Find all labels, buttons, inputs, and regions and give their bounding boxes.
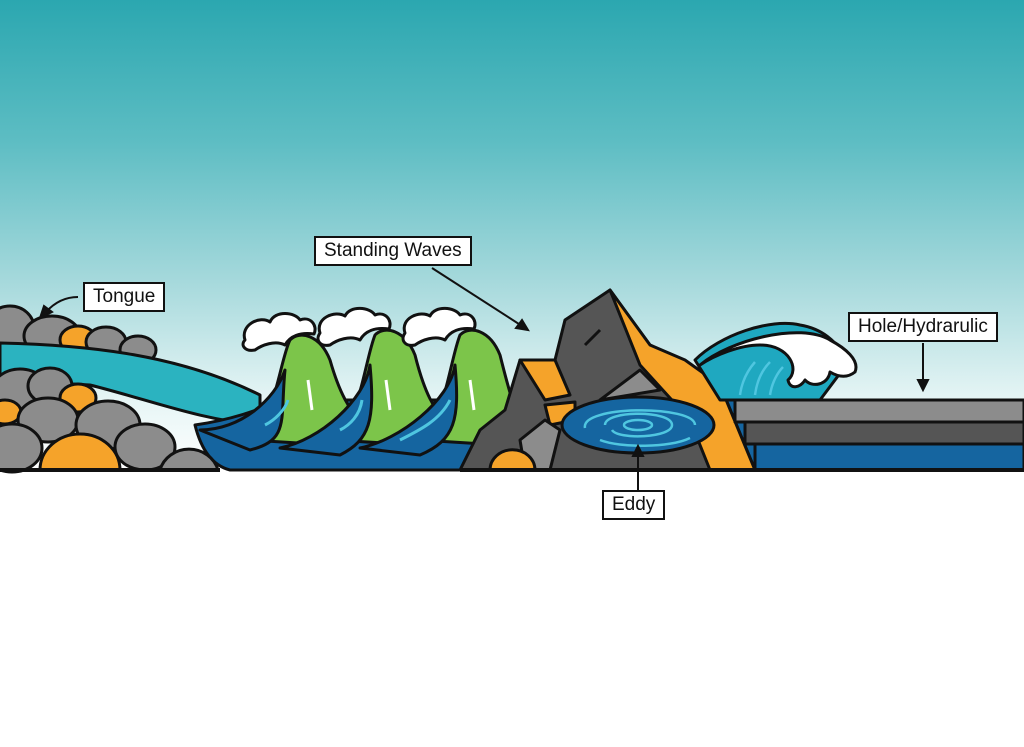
tongue-arrow-head xyxy=(38,304,54,320)
label-arrows xyxy=(38,267,930,492)
hole-wave xyxy=(693,321,858,402)
tongue-label: Tongue xyxy=(83,282,166,312)
standing-waves xyxy=(198,306,522,457)
standing-waves-label: Standing Waves xyxy=(314,236,472,266)
eddy xyxy=(560,395,716,455)
hydraulic-layers xyxy=(733,398,1024,472)
lower-left-rocks xyxy=(0,366,220,474)
tongue-water xyxy=(0,341,262,427)
eddy-label: Eddy xyxy=(602,490,666,520)
hole-hydraulic-label: Hole/Hydrarulic xyxy=(848,312,998,342)
